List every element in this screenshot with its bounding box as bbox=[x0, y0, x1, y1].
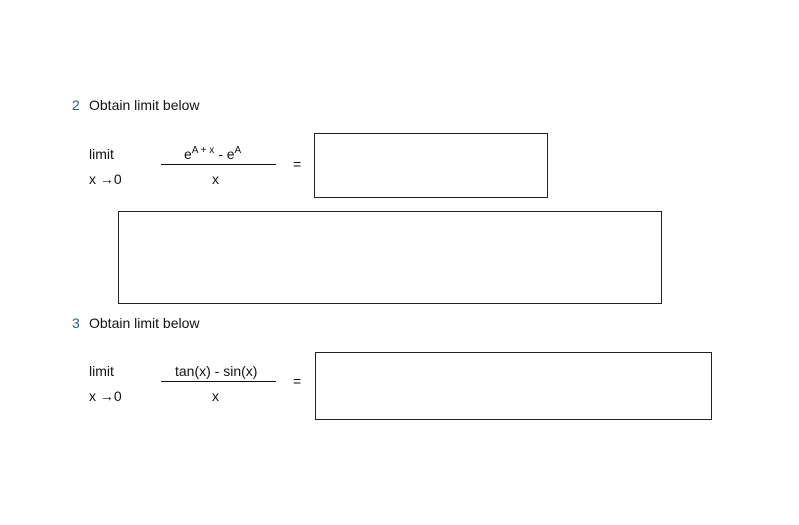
question-3-denominator: x bbox=[212, 388, 219, 404]
numerator-exponent-a: A bbox=[234, 145, 242, 156]
question-3-answer-box[interactable] bbox=[315, 352, 712, 420]
question-2-answer-box[interactable] bbox=[314, 133, 548, 198]
numerator-minus-e: - e bbox=[214, 146, 235, 162]
question-3-limit-approach: x →0 bbox=[89, 388, 122, 404]
question-3-title: Obtain limit below bbox=[89, 315, 200, 331]
question-3-numerator: tan(x) - sin(x) bbox=[175, 363, 258, 379]
question-2-title: Obtain limit below bbox=[89, 97, 200, 113]
question-2-working-box[interactable] bbox=[118, 211, 662, 304]
question-3-limit-word: limit bbox=[89, 363, 114, 379]
question-2-numerator: eA + x - eA bbox=[184, 145, 242, 163]
question-2-fraction-bar bbox=[161, 164, 276, 165]
question-2-limit-word: limit bbox=[89, 146, 114, 162]
numerator-base-e: e bbox=[184, 146, 192, 162]
question-3-number: 3 bbox=[72, 315, 80, 331]
question-2-limit-approach: x →0 bbox=[89, 171, 122, 187]
question-3-equals-sign: = bbox=[293, 373, 302, 389]
question-3-fraction-bar bbox=[161, 381, 276, 382]
question-2-number: 2 bbox=[72, 97, 80, 113]
question-2-equals-sign: = bbox=[293, 156, 302, 172]
numerator-exponent-a-plus-x: A + x bbox=[191, 145, 215, 156]
question-2-denominator: x bbox=[212, 171, 219, 187]
